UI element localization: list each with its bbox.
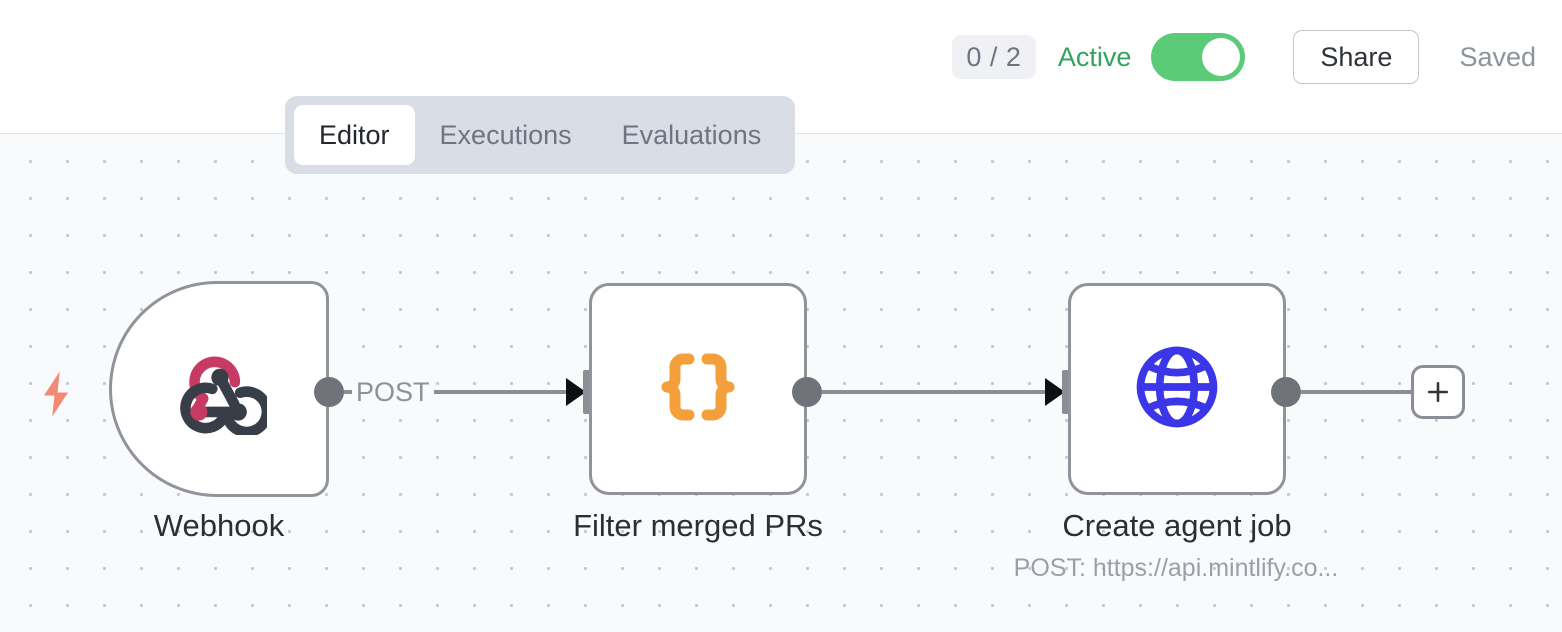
node-webhook-output-port[interactable] [314,377,344,407]
globe-icon [1129,339,1225,440]
connection-webhook-to-filter[interactable] [344,390,577,394]
node-filter-merged-prs-label: Filter merged PRs [573,508,823,543]
header-actions: 0 / 2 Active Share Saved [951,30,1536,84]
add-node-button[interactable] [1411,365,1465,419]
trigger-bolt-icon [38,370,74,423]
node-create-agent-job[interactable] [1068,283,1286,495]
execution-count-badge: 0 / 2 [951,35,1036,79]
workflow-canvas[interactable]: Webhook POST Filter merged [0,134,1562,632]
toggle-knob [1202,38,1241,76]
connection-to-add-node[interactable] [1301,390,1411,394]
workflow-active-toggle[interactable] [1151,33,1246,81]
node-create-agent-job-sublabel: POST: https://api.mintlify.co... [1013,554,1339,582]
plus-icon [1427,381,1449,403]
node-layer: Webhook POST Filter merged [0,134,1562,632]
node-create-agent-job-label: Create agent job [1062,508,1292,543]
connection-filter-to-create-agent-job[interactable] [822,390,1046,394]
node-filter-merged-prs[interactable] [589,283,807,495]
saved-status-label[interactable]: Saved [1459,41,1536,72]
node-create-agent-job-output-port[interactable] [1271,377,1301,407]
view-tab-bar: Editor Executions Evaluations [285,96,796,174]
code-braces-icon [648,337,748,442]
node-filter-output-port[interactable] [792,377,822,407]
workflow-active-label: Active [1057,41,1132,72]
tab-evaluations[interactable]: Evaluations [621,119,762,150]
node-webhook[interactable] [109,281,329,497]
connection-arrow-filter-input [566,378,586,406]
connection-arrow-create-agent-job-input [1045,378,1065,406]
tab-editor[interactable]: Editor [294,105,415,165]
node-webhook-label: Webhook [153,508,285,543]
share-button[interactable]: Share [1293,30,1420,84]
tab-executions[interactable]: Executions [439,119,572,150]
webhook-icon [171,339,273,440]
connection-label-post: POST [352,377,434,408]
